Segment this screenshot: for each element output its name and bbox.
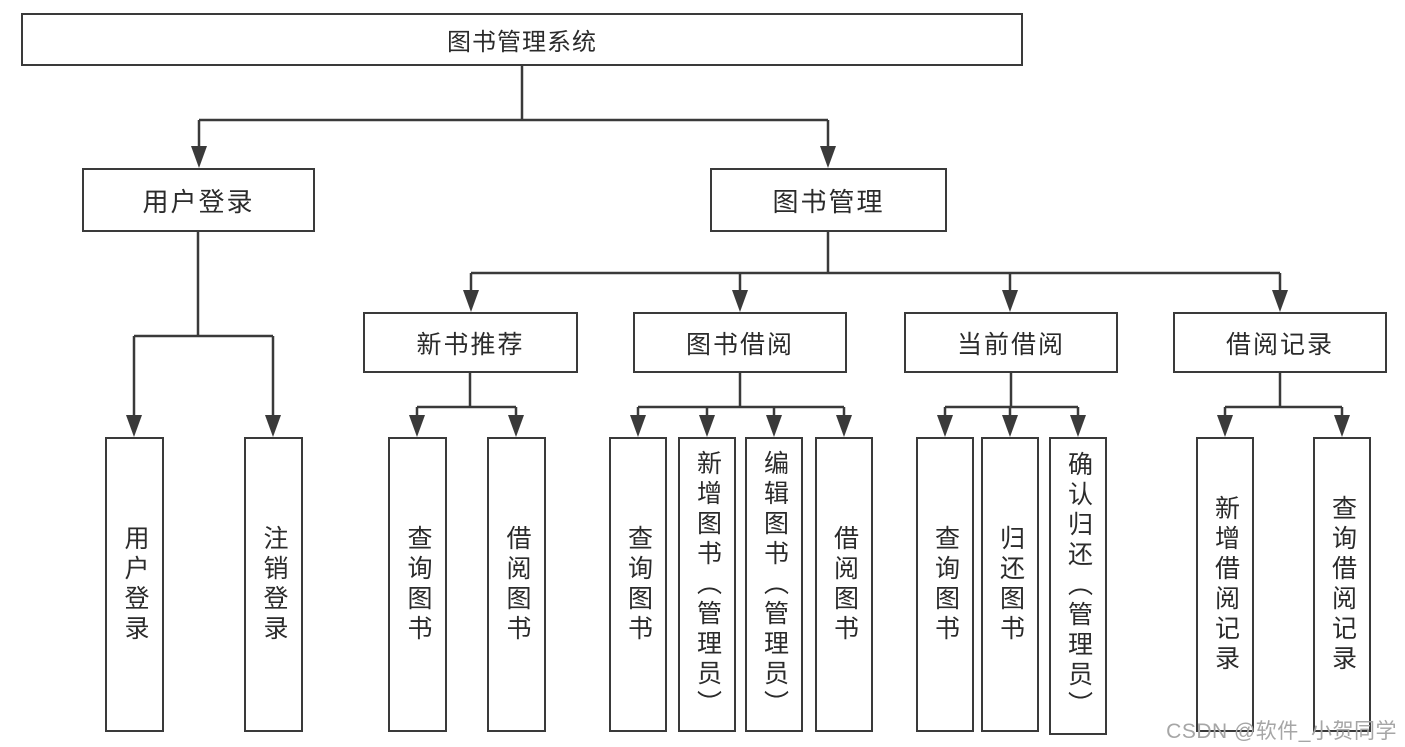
- leaf-user-login-label: 用户登录: [121, 524, 149, 645]
- csdn-watermark: CSDN @软件_小贺同学: [1166, 720, 1397, 743]
- leaf-query-borrow-record: 查询借阅记录: [1313, 437, 1371, 732]
- leaf-return-book-label: 归还图书: [996, 524, 1025, 645]
- node-system-root: 图书管理系统: [21, 13, 1023, 66]
- leaf-query-book-current: 查询图书: [916, 437, 974, 732]
- leaf-confirm-return-admin-label: 确认归还（管理员）: [1064, 451, 1093, 721]
- leaf-add-book-admin-label: 新增图书（管理员）: [693, 449, 722, 720]
- leaf-user-login: 用户登录: [105, 437, 164, 732]
- node-book-management-branch-label: 图书管理: [772, 186, 885, 217]
- leaf-query-borrow-record-label: 查询借阅记录: [1328, 494, 1357, 675]
- node-user-login-branch-label: 用户登录: [142, 186, 255, 217]
- leaf-query-book-recommend-label: 查询图书: [404, 524, 432, 645]
- leaf-logout: 注销登录: [244, 437, 303, 732]
- leaf-add-borrow-record-label: 新增借阅记录: [1211, 494, 1240, 675]
- leaf-add-book-admin: 新增图书（管理员）: [678, 437, 736, 732]
- leaf-edit-book-admin: 编辑图书（管理员）: [745, 437, 803, 732]
- leaf-add-borrow-record: 新增借阅记录: [1196, 437, 1254, 732]
- leaf-query-book-borrow-label: 查询图书: [624, 524, 653, 645]
- leaf-borrow-book-recommend: 借阅图书: [487, 437, 546, 732]
- node-book-borrow-label: 图书借阅: [685, 330, 794, 359]
- leaf-return-book: 归还图书: [981, 437, 1039, 732]
- node-book-management-branch: 图书管理: [710, 168, 947, 232]
- node-new-book-recommend: 新书推荐: [363, 312, 578, 373]
- node-system-root-label: 图书管理系统: [447, 29, 597, 56]
- node-current-borrow-label: 当前借阅: [956, 330, 1065, 359]
- leaf-query-book-current-label: 查询图书: [931, 524, 960, 645]
- leaf-borrow-book: 借阅图书: [815, 437, 873, 732]
- node-borrow-records-label: 借阅记录: [1225, 330, 1334, 359]
- node-new-book-recommend-label: 新书推荐: [416, 330, 525, 359]
- node-current-borrow: 当前借阅: [904, 312, 1118, 373]
- node-borrow-records: 借阅记录: [1173, 312, 1387, 373]
- leaf-edit-book-admin-label: 编辑图书（管理员）: [760, 449, 789, 720]
- leaf-confirm-return-admin: 确认归还（管理员）: [1049, 437, 1107, 735]
- leaf-borrow-book-recommend-label: 借阅图书: [503, 524, 531, 645]
- leaf-query-book-recommend: 查询图书: [388, 437, 447, 732]
- node-user-login-branch: 用户登录: [82, 168, 315, 232]
- node-book-borrow: 图书借阅: [633, 312, 847, 373]
- leaf-borrow-book-label: 借阅图书: [830, 524, 859, 645]
- leaf-logout-label: 注销登录: [260, 524, 288, 645]
- leaf-query-book-borrow: 查询图书: [609, 437, 667, 732]
